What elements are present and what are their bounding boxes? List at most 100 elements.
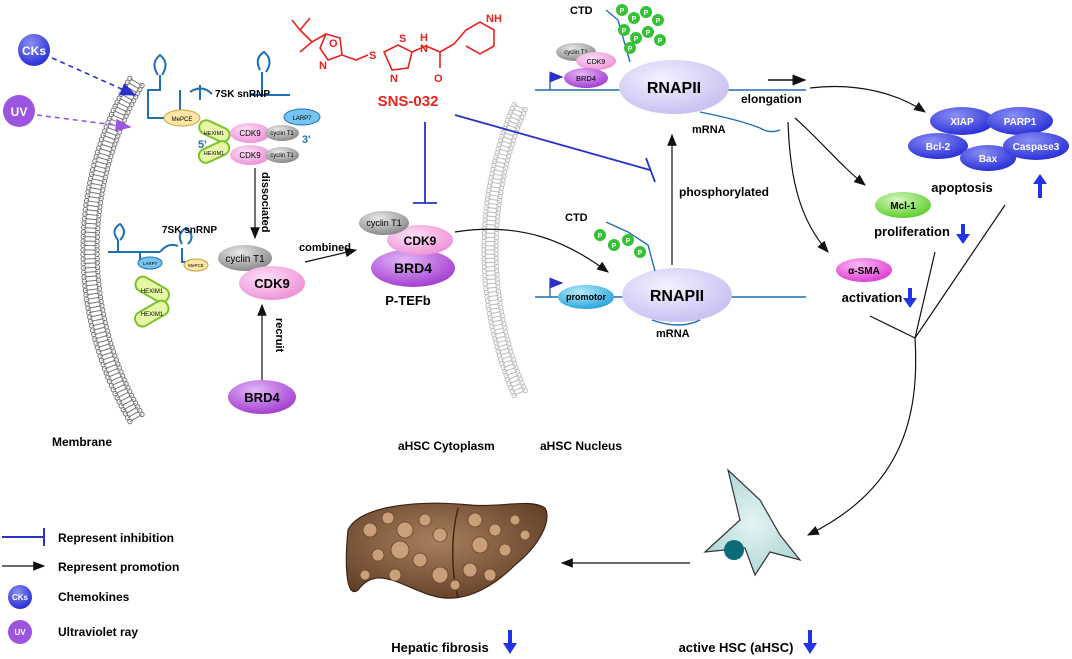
phosphate-icon — [634, 246, 646, 258]
five-prime: 5' — [198, 139, 207, 151]
released-7sk: 7SK snRNP LARP7 MePCE HEXIM1 HEXIM1 — [108, 222, 217, 328]
liver-nodule — [498, 543, 512, 557]
legend-inhibition: Represent inhibition — [58, 531, 174, 545]
cell-membrane — [80, 75, 145, 425]
legend-cks-icon: CKs — [12, 593, 29, 602]
free-hexim1-bottom: HEXIM1 — [141, 312, 164, 318]
caspase3-label: Caspase3 — [1013, 142, 1060, 153]
elong-brd4: BRD4 — [576, 74, 596, 83]
rnapii-upper-label: RNAPII — [647, 80, 701, 97]
uv-label: UV — [11, 105, 28, 119]
ptefb-cyclin: cyclin T1 — [366, 218, 401, 228]
fibrotic-liver — [345, 502, 548, 599]
lipid-head — [118, 403, 124, 409]
hepatic-fibrosis-label: Hepatic fibrosis — [391, 640, 489, 655]
atom-n1: N — [319, 60, 327, 72]
brd4-free-label: BRD4 — [244, 390, 280, 405]
parp1-label: PARP1 — [1004, 117, 1037, 128]
mcl1-label: Mcl-1 — [890, 201, 916, 212]
proliferation-down-icon — [956, 224, 970, 244]
phosphate-label: P — [646, 30, 651, 37]
lipid-head — [139, 82, 145, 89]
liver-nodule — [388, 568, 402, 582]
atom-s2: S — [399, 33, 406, 45]
liver-nodule — [483, 568, 497, 582]
lipid-head — [116, 399, 122, 405]
nuclear-membrane — [481, 101, 528, 399]
7sk-snrnp-complex: 7SK snRNP MePCE LARP7 5' 3' HEXIM1 HEXIM… — [147, 50, 321, 165]
liver-nodule — [432, 527, 448, 543]
lipid-head — [522, 106, 528, 113]
apoptosis-label: apoptosis — [931, 180, 992, 195]
liver-nodule — [359, 569, 371, 581]
activation-label: activation — [842, 290, 903, 305]
7sk-title: 7SK snRNP — [215, 89, 270, 100]
cyclin-bottom: cyclin T1 — [270, 153, 294, 159]
phosphate-icon — [654, 34, 666, 46]
liver-nodule — [471, 536, 489, 554]
hsc-down-icon — [803, 630, 817, 654]
elong-cyclin: cyclin T1 — [564, 50, 588, 56]
liver-nodule — [418, 513, 432, 527]
apoptosis-up-icon — [1033, 174, 1047, 198]
phosphate-label: P — [612, 243, 617, 250]
phosphate-label: P — [658, 38, 663, 45]
mcl1-node: Mcl-1 proliferation — [874, 192, 970, 244]
ctd-upper: CTD — [570, 5, 593, 17]
phosphorylated-label: phosphorylated — [679, 185, 769, 199]
released-mepce: MePCE — [188, 263, 204, 268]
legend-chemokines: Chemokines — [58, 590, 130, 604]
ptefb-cdk9: CDK9 — [404, 234, 437, 248]
lipid-head — [116, 95, 122, 101]
active-hsc-cell — [703, 468, 802, 577]
brd4-free — [228, 380, 296, 414]
free-hexim1-top: HEXIM1 — [141, 289, 164, 295]
elong-cdk9: CDK9 — [587, 59, 606, 66]
lipid-head — [127, 418, 133, 425]
cks-label: CKs — [22, 44, 46, 58]
free-cyclin-label: cyclin T1 — [225, 254, 265, 265]
atom-o2: O — [434, 73, 443, 85]
atom-nh: NH — [486, 13, 502, 25]
legend-promotion: Represent promotion — [58, 560, 179, 574]
activation-down-icon — [903, 288, 917, 308]
liver-nodule — [509, 514, 521, 526]
phosphate-icon — [616, 4, 628, 16]
lipid-head — [124, 414, 131, 421]
larp7-label: LARP7 — [292, 116, 312, 122]
released-larp7: LARP7 — [143, 261, 158, 266]
cks-stimulus: CKs — [18, 34, 137, 96]
phosphate-label: P — [620, 8, 625, 15]
mrna-upper: mRNA — [692, 124, 726, 136]
phosphate-icon — [608, 239, 620, 251]
rnapii-lower-label: RNAPII — [650, 288, 704, 305]
promotor-label: promotor — [566, 292, 606, 302]
nucleus-label: aHSC Nucleus — [540, 439, 622, 453]
phosphate-label: P — [638, 250, 643, 257]
xiap-label: XIAP — [950, 117, 974, 128]
convergence-lines — [806, 204, 1006, 536]
phosphate-label: P — [634, 36, 639, 43]
ptefb-label: P-TEFb — [385, 293, 431, 308]
ptefb-brd4: BRD4 — [394, 260, 432, 276]
lipid-head — [120, 407, 126, 413]
membrane-label: Membrane — [52, 435, 112, 449]
asma-label: α-SMA — [848, 266, 880, 277]
atom-s1: S — [369, 50, 376, 62]
inhibition-arrows — [413, 114, 656, 204]
uv-stimulus: UV — [3, 95, 132, 132]
liver-nodule — [467, 512, 483, 528]
atom-n3: N — [420, 43, 428, 55]
liver-nodule — [381, 511, 395, 525]
mrna-lower: mRNA — [656, 328, 690, 340]
phosphate-icon — [618, 24, 630, 36]
phosphate-label: P — [644, 10, 649, 17]
liver-nodule — [488, 523, 502, 537]
recruit-label: recruit — [273, 318, 285, 353]
phosphate-icon — [628, 12, 640, 24]
free-cdk9-label: CDK9 — [254, 276, 289, 291]
phosphate-label: P — [622, 28, 627, 35]
